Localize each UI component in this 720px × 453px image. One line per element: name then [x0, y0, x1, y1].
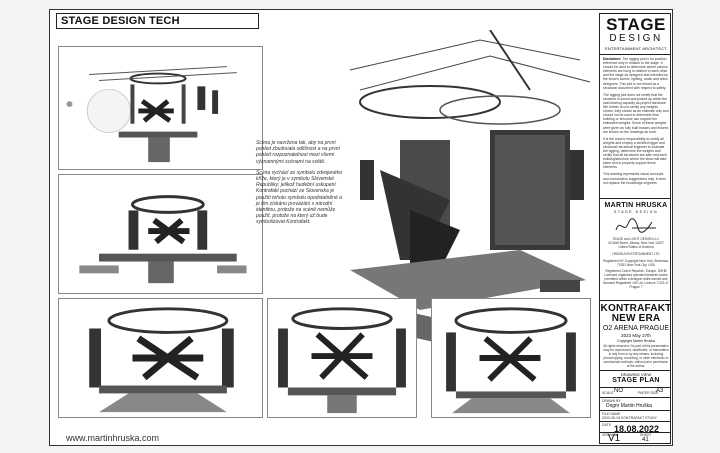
disclaimer-text-2: The rigging plot does not certify that t…	[603, 92, 669, 134]
show-date: 2023 May 27th	[621, 333, 651, 338]
file-name-label: FILE NAME	[602, 412, 621, 416]
project-title-line-2: NEW ERA	[611, 313, 661, 324]
render-thumbnail-bottom-2	[267, 298, 417, 418]
stage-render-1	[66, 66, 237, 163]
drawing-title: STAGE PLAN	[612, 377, 660, 384]
disclaimer-text-3: It is the show's responsibility to certi…	[603, 136, 667, 170]
designer-subtitle: STAGE DESIGN	[614, 210, 658, 214]
divider	[600, 370, 670, 371]
address-line: 40 Wall Street, Albany, New York 12207	[608, 240, 664, 245]
logo-tagline: ENTERTAINMENT ARCHITECT	[605, 46, 667, 51]
divider	[600, 198, 670, 199]
byline: Copyright Martin Hruška	[617, 339, 655, 343]
rights-text: All rights reserved. No part of this pre…	[603, 344, 669, 368]
stage-render-4	[278, 307, 406, 414]
divider	[600, 421, 670, 422]
project-title-line-1: KONTRAFAKT	[600, 303, 672, 314]
version-label: VERSION	[602, 433, 618, 437]
paper-size-value: A3	[656, 388, 664, 394]
divider	[600, 300, 670, 301]
render-thumbnail-top-left	[58, 46, 263, 170]
stage-render-3	[89, 307, 234, 413]
address-block: STAGE and LIGHT DESIGN LLC 40 Wall Stree…	[602, 237, 670, 290]
sheet-number: 41	[642, 437, 649, 443]
render-thumbnail-mid-left	[58, 174, 263, 294]
date-label: DATE	[602, 423, 612, 427]
description-paragraph-2: Scéna vychází ze symbolu zdvojeného kříž…	[256, 169, 343, 226]
drawing-view-label: DRAWING VIEW	[620, 372, 652, 377]
title-block: STAGE DESIGN ENTERTAINMENT ARCHITECT Dis…	[599, 13, 671, 444]
address-line: HRUSKA ENTERTAINMENT LTD	[612, 251, 660, 256]
address-line: Registered NY Copyright New York, Brnens…	[603, 258, 669, 267]
disclaimer-text-4: This drawing represents visual concepts …	[603, 172, 666, 185]
address-line: STAGE and LIGHT DESIGN LLC	[612, 237, 660, 241]
drawn-by-value: Dsgnr Martin Hruška	[606, 403, 652, 409]
drawing-sheet: STAGE DESIGN TECH	[49, 9, 673, 446]
address-line: Registered Czech Republic, Europe, DSHB …	[603, 269, 669, 290]
signature-image	[615, 218, 656, 233]
description-paragraph-1: Scéna je navržena tak, aby na první pohl…	[256, 140, 340, 165]
file-name-value: 2022-08-18 KONTRAFAKT STUDY	[602, 416, 657, 420]
version-value: V1	[608, 433, 621, 444]
disclaimer-block: Disclaimer: The rigging plot is for posi…	[603, 57, 669, 185]
logo-stage: STAGE	[606, 15, 666, 34]
divider	[600, 432, 670, 433]
stage-render-2	[79, 195, 247, 284]
divider	[600, 54, 670, 55]
disclaimer-heading: Disclaimer:	[603, 57, 622, 61]
divider	[600, 387, 670, 388]
render-thumbnail-bottom-1	[58, 298, 263, 418]
sheet-title: STAGE DESIGN TECH	[56, 13, 259, 29]
scale-value: NO	[614, 388, 623, 394]
website-link[interactable]: www.martinhruska.com	[66, 433, 160, 443]
drawn-by-label: DRAWN BY	[602, 399, 621, 403]
stage-render-5	[446, 307, 576, 414]
scale-label: SCALE	[602, 391, 614, 395]
design-description: Scéna je navržena tak, aby na první pohl…	[256, 140, 346, 226]
divider	[600, 410, 670, 411]
project-title: KONTRAFAKT NEW ERA	[600, 304, 672, 324]
sheet-label: SHEET	[640, 433, 652, 437]
logo-design: DESIGN	[609, 33, 663, 44]
address-line: United States of America	[618, 244, 654, 249]
paper-size-label: PAPER SIZE	[638, 391, 659, 395]
render-thumbnail-bottom-3	[431, 298, 591, 418]
date-value: 18.08.2022	[614, 424, 660, 434]
venue: O2 ARENA PRAGUE	[602, 325, 670, 332]
disclaimer-text-1: The rigging plot is for position referen…	[603, 57, 668, 90]
designer-name: MARTIN HRUSKA	[604, 202, 668, 209]
divider	[600, 397, 670, 398]
